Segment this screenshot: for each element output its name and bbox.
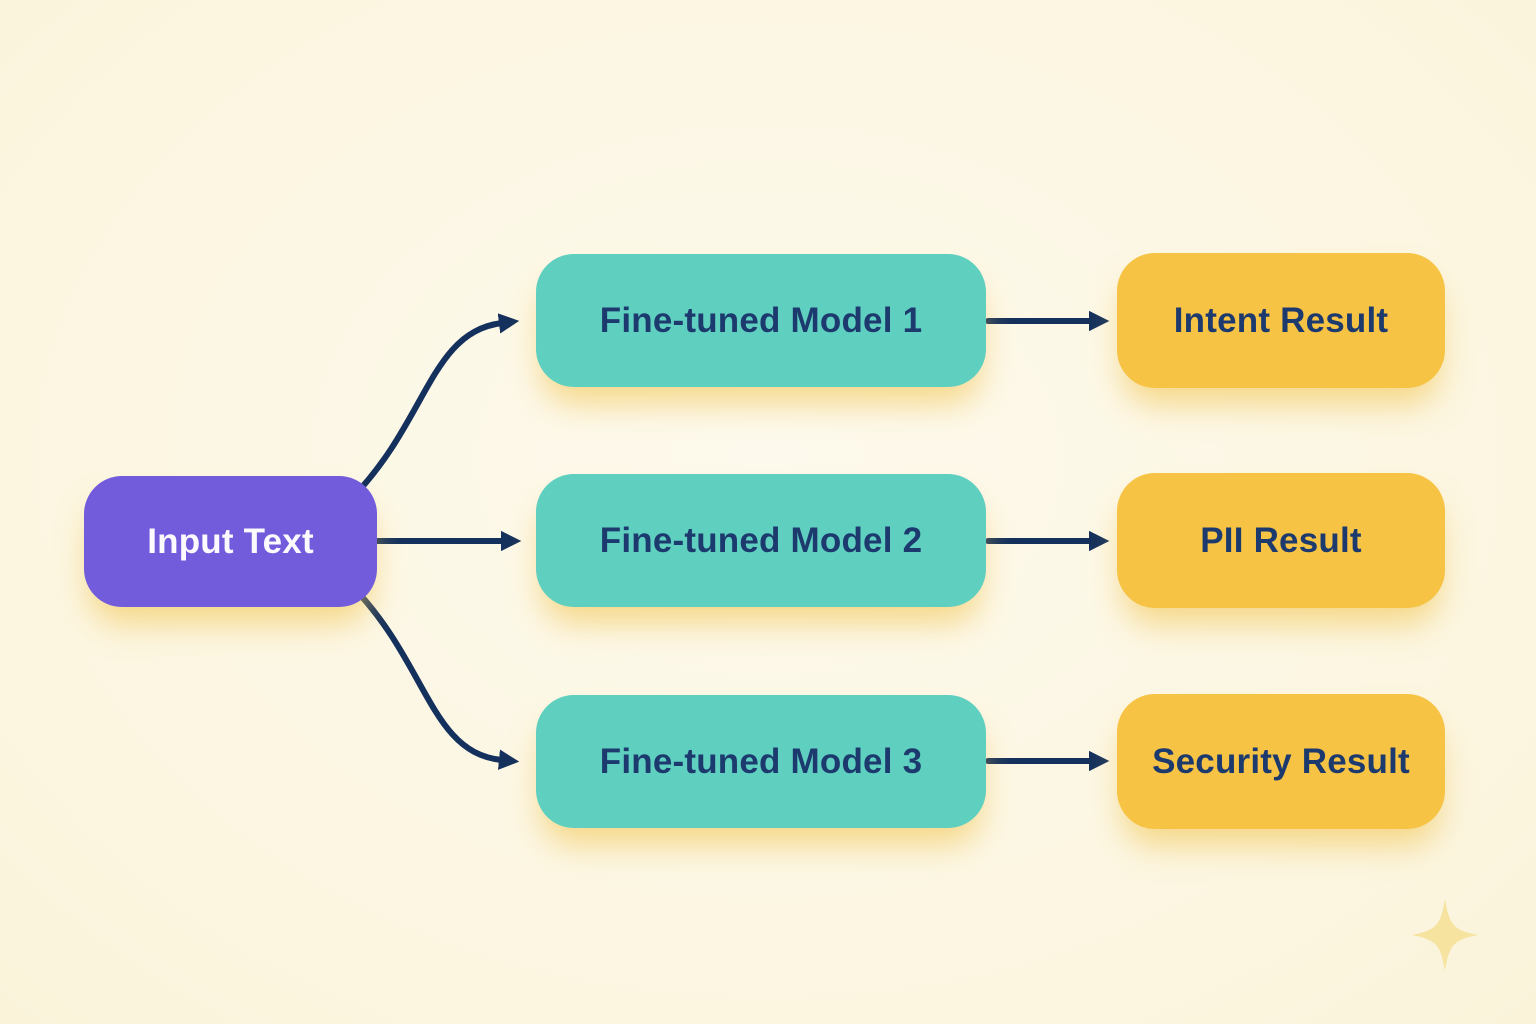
node-fine-tuned-model-3-label: Fine-tuned Model 3 xyxy=(599,741,923,781)
node-pii-result-label: PII Result xyxy=(1200,520,1362,560)
node-pii-result: PII Result xyxy=(1117,473,1445,608)
node-input-text-label: Input Text xyxy=(147,521,314,561)
node-fine-tuned-model-2: Fine-tuned Model 2 xyxy=(536,474,986,607)
node-fine-tuned-model-1: Fine-tuned Model 1 xyxy=(536,254,986,387)
node-fine-tuned-model-3: Fine-tuned Model 3 xyxy=(536,695,986,828)
node-security-result: Security Result xyxy=(1117,694,1445,829)
node-security-result-label: Security Result xyxy=(1152,741,1410,781)
node-fine-tuned-model-2-label: Fine-tuned Model 2 xyxy=(599,520,923,560)
node-intent-result: Intent Result xyxy=(1117,253,1445,388)
node-fine-tuned-model-1-label: Fine-tuned Model 1 xyxy=(599,300,923,340)
node-input-text: Input Text xyxy=(84,476,377,607)
arrow-input-to-model-1 xyxy=(349,313,520,501)
node-intent-result-label: Intent Result xyxy=(1173,300,1389,340)
sparkle-icon xyxy=(1411,899,1479,971)
arrow-input-to-model-3 xyxy=(349,583,520,770)
